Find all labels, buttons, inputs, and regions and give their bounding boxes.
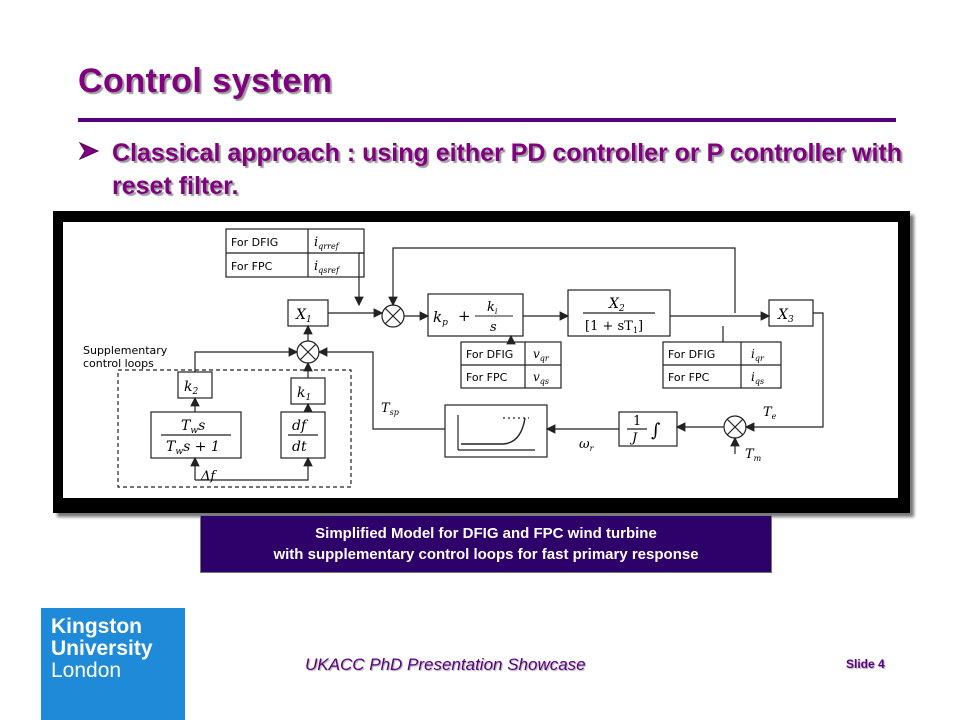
label-x3: X3 [777, 307, 794, 325]
caption-line-1: Simplified Model for DFIG and FPC wind t… [315, 525, 657, 542]
figure-caption: Simplified Model for DFIG and FPC wind t… [200, 515, 772, 573]
footer-text: UKACC PhD Presentation Showcase [305, 655, 586, 674]
label-washout-denominator: Tws + 1 [166, 439, 220, 457]
title-divider [78, 118, 896, 122]
arrow-bullet-icon [78, 137, 104, 174]
label-one: 1 [633, 414, 641, 429]
caption-line-2: with supplementary control loops for fas… [273, 546, 699, 563]
logo-line-3: London [51, 659, 122, 682]
label-x1: X1 [295, 307, 312, 325]
label-iqsref: iqsref [314, 259, 341, 275]
logo-line-1: Kingston [51, 615, 142, 638]
label-washout-numerator: Tws [181, 418, 205, 436]
slide-number: Slide 4 [846, 657, 885, 671]
label-s: s [490, 320, 497, 335]
label-df: df [292, 418, 309, 434]
label-plus: + [458, 307, 471, 325]
label-for-dfig-v: For DFIG [466, 348, 513, 361]
label-iqrref: iqrref [314, 235, 341, 251]
university-logo: Kingston University London [41, 608, 185, 720]
label-for-dfig-i: For DFIG [668, 348, 715, 361]
label-iqr: iqr [751, 347, 765, 363]
label-kp: kp [433, 308, 448, 328]
control-block-diagram: For DFIG For FPC iqrref iqsref X1 X3 kp … [83, 228, 824, 488]
label-dt: dt [292, 439, 307, 455]
bullet-text: Classical approach : using either PD con… [112, 139, 902, 200]
label-lag-denominator: [1 + sT1] [585, 319, 643, 335]
label-delta-f: Δf [200, 469, 217, 484]
label-vqs: vqs [533, 370, 549, 386]
label-x2: X2 [608, 296, 625, 314]
slide-title: Control system [78, 62, 333, 100]
label-iqs: iqs [751, 370, 764, 386]
label-k1: k1 [297, 385, 311, 403]
label-omega-r: ωr [579, 437, 595, 453]
label-control-loops: control loops [83, 357, 154, 370]
label-for-fpc-v: For FPC [466, 371, 508, 384]
label-for-fpc: For FPC [231, 260, 273, 273]
label-supplementary: Supplementary [83, 344, 168, 357]
block-diagram-figure: For DFIG For FPC iqrref iqsref X1 X3 kp … [53, 211, 910, 513]
label-vqr: vqr [533, 347, 550, 363]
label-j: J [629, 431, 638, 446]
label-ki: ki [487, 300, 498, 316]
label-te: Te [763, 405, 777, 421]
label-k2: k2 [184, 379, 198, 397]
logo-line-2: University [51, 637, 153, 660]
label-tsp: Tsp [381, 401, 399, 417]
integral-icon: ∫ [651, 420, 661, 441]
label-for-fpc-i: For FPC [668, 371, 710, 384]
label-for-dfig: For DFIG [231, 236, 278, 249]
label-tm: Tm [745, 447, 762, 463]
